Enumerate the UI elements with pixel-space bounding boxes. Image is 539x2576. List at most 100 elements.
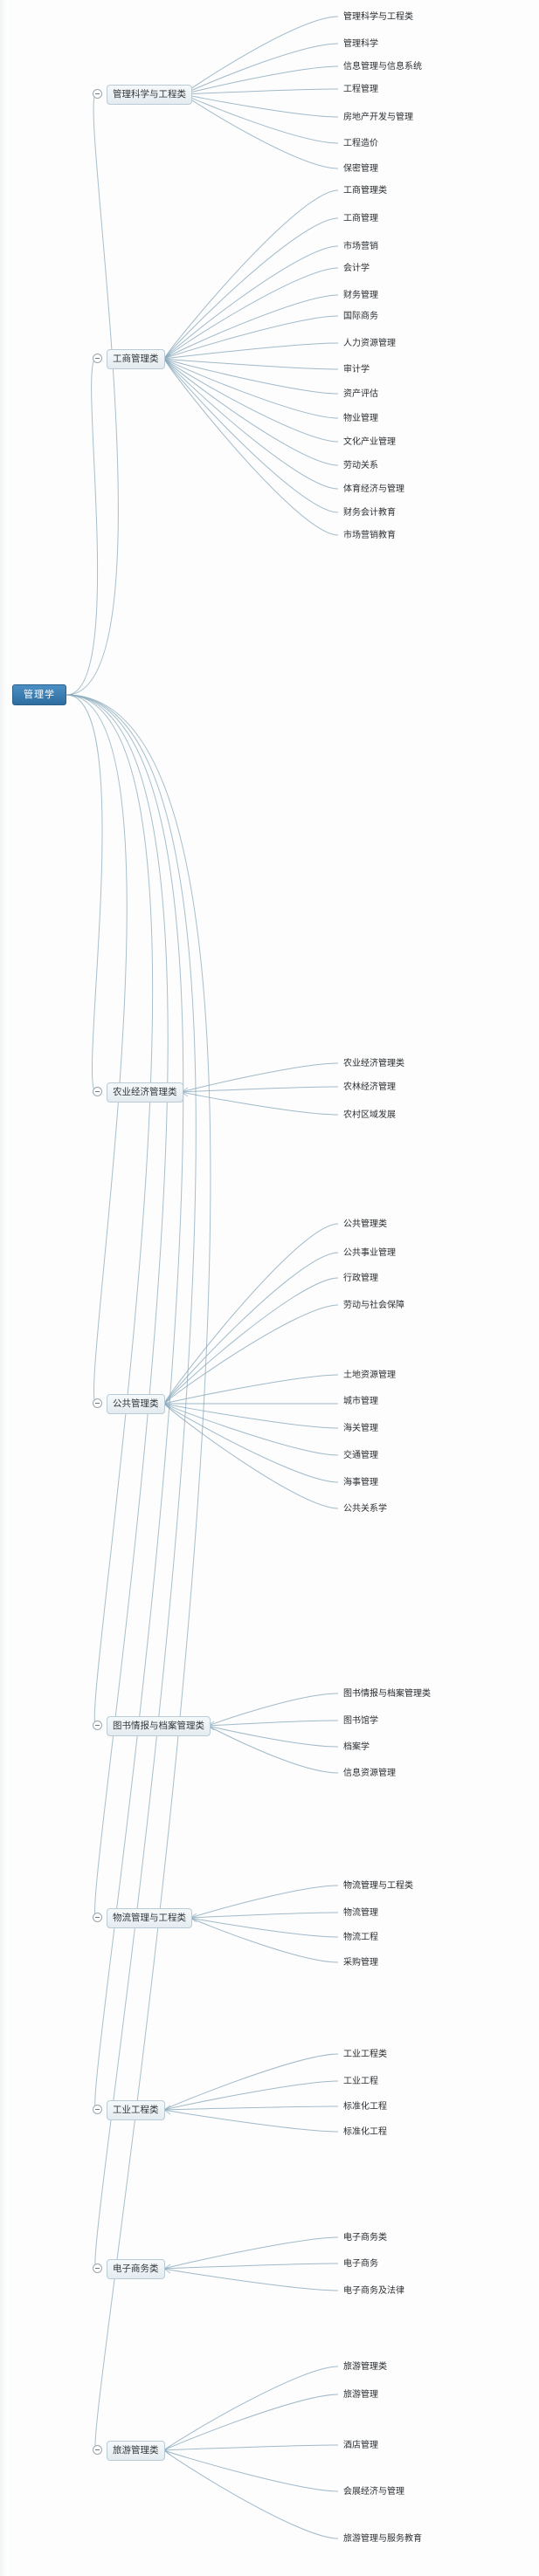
leaf-node: 市场营销	[343, 242, 378, 251]
connector-path	[181, 1091, 339, 1116]
connector-path	[163, 2444, 339, 2451]
leaf-node: 标准化工程	[343, 2127, 387, 2137]
leaf-node: 财务会计教育	[343, 508, 396, 518]
branch-node-4[interactable]: 公共管理类	[107, 1394, 165, 1414]
connector-path	[183, 43, 339, 95]
leaf-node: 文化产业管理	[343, 437, 396, 447]
branch-node-1[interactable]: 管理科学与工程类	[107, 85, 192, 105]
connector-path	[66, 694, 103, 1093]
leaf-node: 物业管理	[343, 414, 378, 423]
connector-path	[163, 2105, 339, 2111]
leaf-node: 管理科学	[343, 39, 378, 49]
canvas-edge-strip	[0, 0, 9, 2576]
leaf-node: 电子商务及法律	[343, 2286, 404, 2296]
leaf-node: 会展经济与管理	[343, 2487, 404, 2497]
connector-path	[163, 2236, 339, 2270]
connector-path	[163, 358, 339, 370]
leaf-node: 图书馆学	[343, 1716, 378, 1726]
connector-path	[163, 1277, 339, 1405]
connector-path	[163, 2366, 339, 2451]
connector-path	[163, 2053, 339, 2111]
connector-path	[163, 358, 339, 490]
root-node[interactable]: 管理学	[12, 684, 66, 705]
leaf-node: 信息管理与信息系统	[343, 62, 422, 72]
connector-path	[66, 694, 128, 1405]
leaf-node: 旅游管理	[343, 2390, 378, 2400]
leaf-node: 财务管理	[343, 291, 378, 300]
leaf-node: 交通管理	[343, 1451, 378, 1460]
connector-path	[163, 358, 339, 513]
connector-path	[207, 1720, 339, 1727]
leaf-node: 资产评估	[343, 389, 378, 399]
connector-path	[183, 93, 339, 118]
connector-path	[163, 1403, 339, 1456]
leaf-node: 标准化工程	[343, 2102, 387, 2112]
connector-path	[66, 694, 211, 2451]
connector-path	[163, 294, 339, 360]
leaf-node: 档案学	[343, 1742, 370, 1752]
leaf-node: 酒店管理	[343, 2441, 378, 2450]
leaf-node: 公共事业管理	[343, 1248, 396, 1258]
connector-path	[163, 358, 339, 536]
collapse-toggle-8[interactable]	[93, 2263, 102, 2273]
leaf-node: 旅游管理与服务教育	[343, 2534, 422, 2544]
connector-path	[163, 2080, 339, 2111]
connector-path	[163, 2263, 339, 2270]
leaf-node: 工业工程类	[343, 2050, 387, 2059]
connector-path	[66, 358, 99, 696]
leaf-node: 管理科学与工程类	[343, 12, 413, 22]
collapse-toggle-1[interactable]	[93, 89, 102, 99]
collapse-toggle-5[interactable]	[93, 1721, 102, 1730]
leaf-node: 农村区域发展	[343, 1110, 396, 1120]
collapse-toggle-9[interactable]	[93, 2445, 102, 2455]
leaf-node: 物流工程	[343, 1933, 378, 1942]
collapse-toggle-6[interactable]	[93, 1913, 102, 1922]
collapse-toggle-3[interactable]	[93, 1087, 102, 1096]
connector-path	[163, 2105, 171, 2115]
leaf-node: 工程管理	[343, 85, 378, 94]
branch-node-3[interactable]: 农业经济管理类	[107, 1082, 183, 1103]
leaf-node: 工商管理	[343, 214, 378, 223]
connector-path	[207, 1693, 339, 1727]
leaf-node: 海事管理	[343, 1478, 378, 1487]
connector-path	[163, 2445, 171, 2456]
collapse-toggle-2[interactable]	[93, 354, 102, 363]
branch-node-5[interactable]: 图书情报与档案管理类	[107, 1716, 211, 1736]
leaf-node: 物流管理与工程类	[343, 1881, 413, 1891]
connector-path	[163, 2263, 171, 2274]
connector-path	[163, 358, 339, 419]
branch-node-9[interactable]: 旅游管理类	[107, 2441, 165, 2461]
leaf-node: 审计学	[343, 365, 370, 374]
leaf-node: 海关管理	[343, 1424, 378, 1433]
collapse-toggle-7[interactable]	[93, 2105, 102, 2114]
leaf-node: 城市管理	[343, 1397, 378, 1406]
branch-node-2[interactable]: 工商管理类	[107, 349, 165, 369]
connector-path	[183, 93, 339, 144]
connector-path	[183, 65, 339, 95]
leaf-node: 保密管理	[343, 164, 378, 174]
connector-path	[163, 1374, 339, 1405]
leaf-node: 农业经济管理类	[343, 1059, 404, 1068]
leaf-node: 工商管理类	[343, 186, 387, 196]
connector-path	[163, 315, 339, 360]
leaf-node: 房地产开发与管理	[343, 113, 413, 122]
leaf-node: 劳动关系	[343, 461, 378, 471]
leaf-node: 人力资源管理	[343, 339, 396, 348]
connector-path	[183, 88, 339, 95]
connector-path	[163, 2394, 339, 2451]
connector-path	[163, 2109, 339, 2133]
connector-path	[163, 1403, 339, 1483]
connector-path	[183, 93, 339, 169]
branch-node-7[interactable]: 工业工程类	[107, 2100, 165, 2120]
collapse-toggle-4[interactable]	[93, 1398, 102, 1408]
connector-path	[163, 358, 339, 395]
leaf-node: 农林经济管理	[343, 1082, 396, 1092]
connector-path	[66, 694, 197, 2270]
branch-node-6[interactable]: 物流管理与工程类	[107, 1908, 192, 1928]
connector-path	[207, 1725, 339, 1748]
connector-path	[190, 1912, 339, 1919]
branch-node-8[interactable]: 电子商务类	[107, 2259, 165, 2279]
leaf-node: 图书情报与档案管理类	[343, 1689, 431, 1699]
